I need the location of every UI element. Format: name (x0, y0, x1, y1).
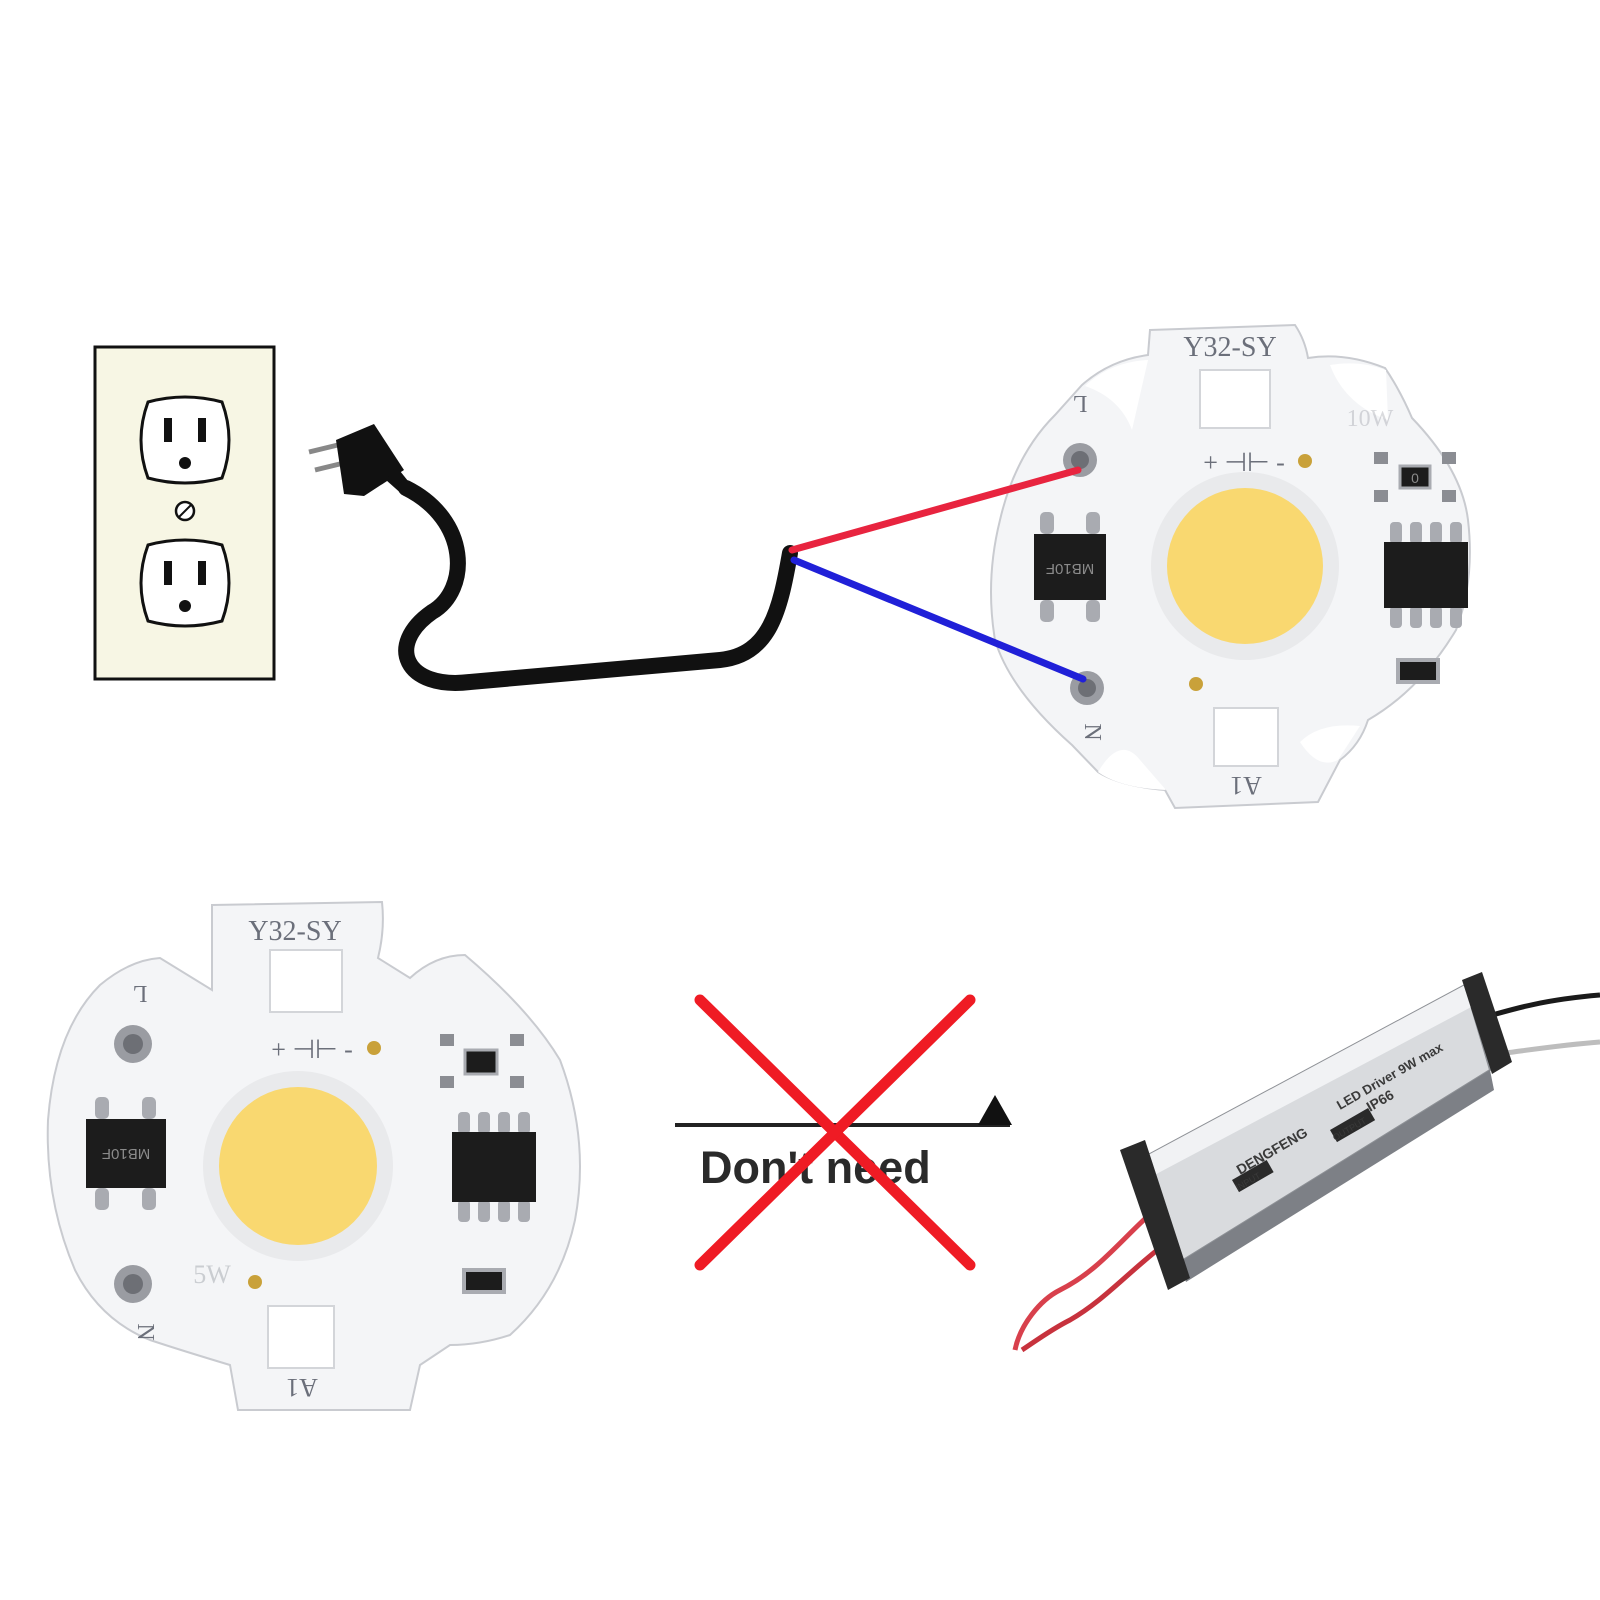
top-board-smd-pad (1442, 452, 1456, 464)
top-board-bottom-mark: A1 (1230, 771, 1262, 800)
bottom-board-bridge-label: MB10F (102, 1145, 150, 1162)
top-board-bridge-label: MB10F (1046, 560, 1094, 577)
top-board-smd-resistor: 0 (1398, 464, 1432, 490)
driver-input-wire-red (1012, 1203, 1162, 1351)
wall-outlet (93, 345, 276, 681)
top-board-notch-bottom (1300, 725, 1360, 763)
top-board-pin-l-label: L (1073, 390, 1088, 416)
bottom-board-smd-pad (440, 1034, 454, 1046)
bottom-board-smd-pad (440, 1076, 454, 1088)
power-plug (308, 424, 412, 496)
bottom-board-cob-led (203, 1071, 393, 1261)
top-board-wattage: 10W (1347, 406, 1394, 432)
bottom-board-polarity: + ⊣⊢ - (271, 1035, 353, 1064)
bottom-board-hole-bottom (267, 1305, 335, 1369)
top-board-cob-led (1151, 472, 1339, 660)
top-board-smd-capacitor (1396, 658, 1440, 684)
bottom-board-pad-dot (248, 1275, 262, 1289)
top-board-smd-pad (1374, 452, 1388, 464)
top-board-resistor-label: 0 (1411, 470, 1419, 486)
callout-arrow-head (978, 1095, 1012, 1125)
top-board-hole-bottom (1213, 707, 1279, 767)
bottom-board-pad-dot (367, 1041, 381, 1055)
top-board-model: Y32-SY (1183, 332, 1276, 363)
bottom-board-bottom-mark: A1 (286, 1373, 318, 1402)
bottom-board-hole-top (269, 949, 343, 1013)
live-wire (788, 466, 1082, 554)
top-board-notch-right (1330, 363, 1388, 420)
bottom-board-pad-l (114, 1025, 152, 1063)
neutral-wire (790, 556, 1087, 683)
bottom-board-model: Y32-SY (248, 916, 341, 947)
bottom-board-wattage: 5W (193, 1260, 231, 1289)
bottom-board-smd-pad (510, 1076, 524, 1088)
top-board-hole-top (1199, 369, 1271, 429)
bottom-led-board: Y32-SY 5W L N + ⊣⊢ - A1 MB10F (46, 900, 581, 1411)
top-board-driver-ic (1384, 522, 1468, 628)
bottom-board-smd-pad (510, 1034, 524, 1046)
bottom-board-pad-n (114, 1265, 152, 1303)
outlet-socket-top (139, 395, 231, 485)
bottom-board-pin-l-label: L (133, 980, 148, 1006)
top-board-pad-dot (1189, 677, 1203, 691)
outlet-socket-bottom (139, 538, 231, 628)
bottom-board-smd-resistor (463, 1048, 499, 1076)
top-led-board: Y32-SY 10W L N + ⊣⊢ - A1 MB10F (990, 323, 1471, 810)
bottom-board-smd-capacitor (462, 1268, 506, 1294)
top-board-smd-pad (1374, 490, 1388, 502)
power-cord (398, 480, 798, 691)
top-board-smd-pad (1442, 490, 1456, 502)
outlet-screw (174, 500, 196, 522)
dont-need-callout: Don't need (675, 994, 1012, 1271)
cross-mark-stroke-2 (694, 994, 976, 1271)
top-board-notch-left (1098, 749, 1166, 790)
led-driver-module: DENGFENG LED Driver 9W max IP66 INPUT OU… (1012, 972, 1600, 1353)
driver-input-wire-red (1020, 1238, 1172, 1353)
top-board-pin-n-label: N (1079, 723, 1105, 740)
bottom-board-bridge-rectifier: MB10F (86, 1097, 166, 1210)
top-board-notch-top (1085, 360, 1148, 430)
bottom-board-pin-n-label: N (132, 1323, 158, 1340)
top-board-pad-dot (1298, 454, 1312, 468)
top-board-bridge-rectifier: MB10F (1034, 512, 1106, 622)
bottom-board-driver-ic (452, 1112, 536, 1222)
